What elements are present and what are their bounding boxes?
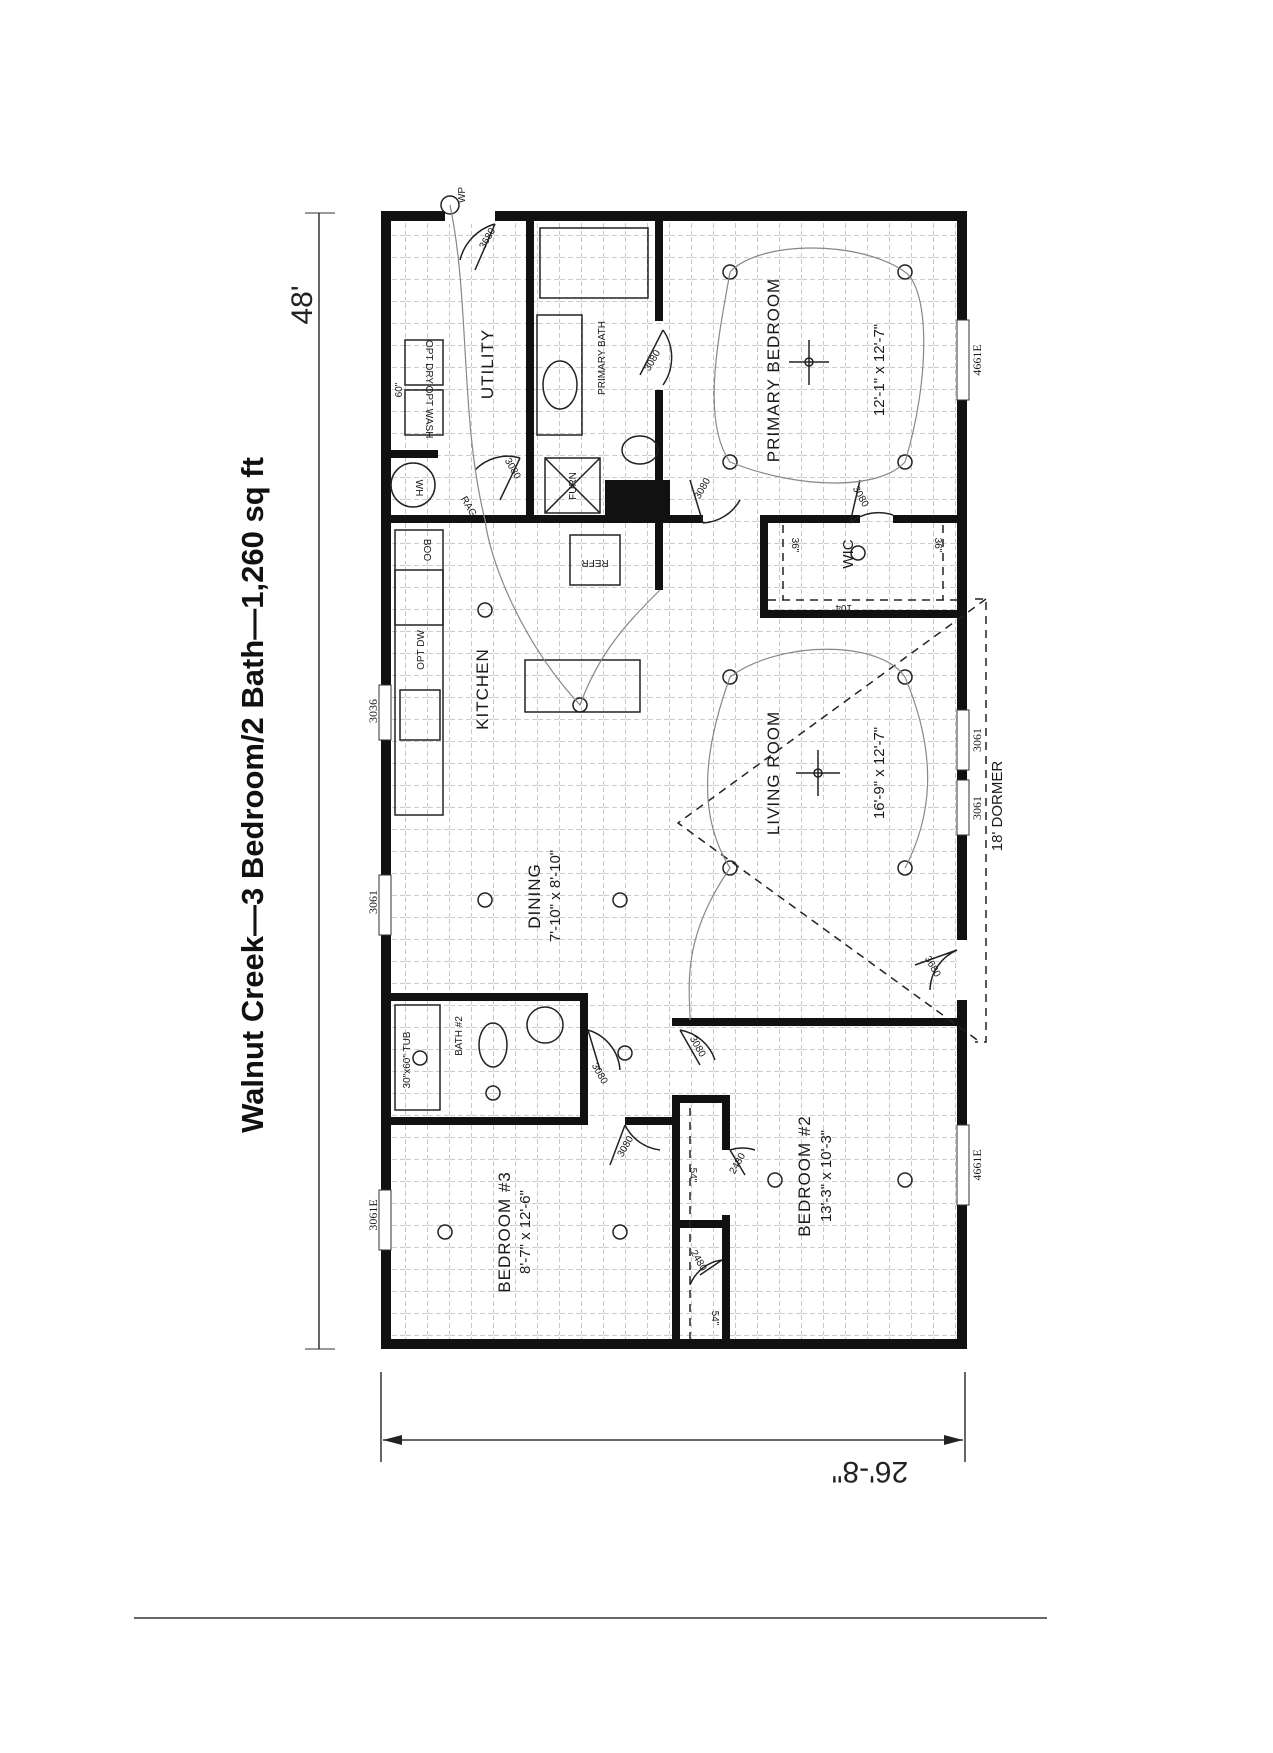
furnace-label: FURN [568, 472, 579, 500]
dining-label: DINING [525, 863, 544, 929]
toilet [621, 435, 659, 465]
primary-bedroom-size: 12'-1" x 12'-7" [871, 324, 888, 416]
window-label: 3061 [970, 728, 984, 752]
dining-size: 7'-10" x 8'-10" [547, 850, 564, 942]
fixtures [390, 227, 958, 1340]
ceiling-fan-icon [796, 750, 840, 796]
wic-shelf-label: 36" [789, 538, 800, 553]
boo-label: BOO [421, 539, 432, 561]
water-heater-label: WH [413, 480, 424, 497]
light-fixture-icons [412, 195, 913, 1240]
window-label: 4661E [970, 344, 984, 375]
width-dimension-line [380, 1372, 966, 1462]
bedroom3-label: BEDROOM #3 [495, 1171, 514, 1292]
bedroom2-label: BEDROOM #2 [795, 1115, 814, 1236]
width-dimension: 26'-8" [832, 1455, 908, 1488]
bath2-toilet [478, 1022, 508, 1068]
windows [378, 319, 970, 1251]
closet-label: 54" [709, 1311, 720, 1326]
vanity [536, 314, 583, 436]
bath2-label: BATH #2 [454, 1016, 465, 1056]
window-label: 4661E [970, 1149, 984, 1180]
dishwasher-label: OPT DW [416, 630, 427, 670]
wic-shelf-label: 36" [932, 538, 943, 553]
washer-label: OPT WASH [423, 386, 434, 439]
door-swings [459, 223, 958, 1286]
window-label: 3061 [366, 890, 380, 914]
wiring-lines [449, 204, 929, 1021]
dormer-label: 18' DORMER [989, 761, 1006, 852]
furnace [544, 457, 601, 514]
bathtub [394, 1004, 441, 1111]
washer [404, 389, 444, 436]
wic-rod-label: 104" [831, 602, 852, 613]
window-labels: 3036 3061 3061E 4661E 3061 3061 4661E [366, 344, 984, 1230]
utility-label: UTILITY [478, 329, 497, 399]
dormer-outline [676, 598, 987, 1043]
kitchen-label: KITCHEN [473, 648, 492, 730]
tub-label: 30"x60" TUB [402, 1031, 413, 1088]
room-labels: UTILITY PRIMARY BATH PRIMARY BEDROOM 12'… [454, 278, 1006, 1293]
utility-width-label: 60" [394, 382, 405, 397]
window-label: 3061 [970, 796, 984, 820]
length-dimension-line [305, 212, 335, 1350]
length-dimension: 48' [286, 285, 319, 324]
bath2-sink [526, 1006, 564, 1044]
plan-title: Walnut Creek—3 Bedroom/2 Bath—1,260 sq f… [235, 457, 270, 1133]
wic-label: WIC [840, 539, 857, 568]
range [394, 569, 444, 626]
dryer-label: OPT DRY [423, 340, 434, 384]
window-label: 3061E [366, 1199, 380, 1230]
water-heater [390, 462, 436, 508]
sink [542, 360, 578, 410]
wp-outlet-label: WP [457, 187, 468, 203]
kitchen-sink [399, 689, 441, 741]
closet-label: 54" [687, 1168, 698, 1183]
ceiling-fan-icon [789, 340, 829, 385]
dryer [404, 339, 444, 386]
living-room-label: LIVING ROOM [764, 711, 783, 835]
shower [539, 227, 649, 299]
living-room-size: 16'-9" x 12'-7" [871, 727, 888, 819]
refrigerator [569, 534, 621, 586]
kitchen-counter [394, 529, 444, 816]
refrigerator-label: REFR [581, 557, 608, 568]
bedroom2-size: 13'-3" x 10'-3" [818, 1130, 835, 1222]
interior-walls [383, 221, 963, 1345]
window-label: 3036 [366, 699, 380, 723]
primary-bedroom-label: PRIMARY BEDROOM [764, 278, 783, 462]
bedroom3-size: 8'-7" x 12'-6" [517, 1190, 534, 1274]
primary-bath-label: PRIMARY BATH [597, 321, 608, 395]
